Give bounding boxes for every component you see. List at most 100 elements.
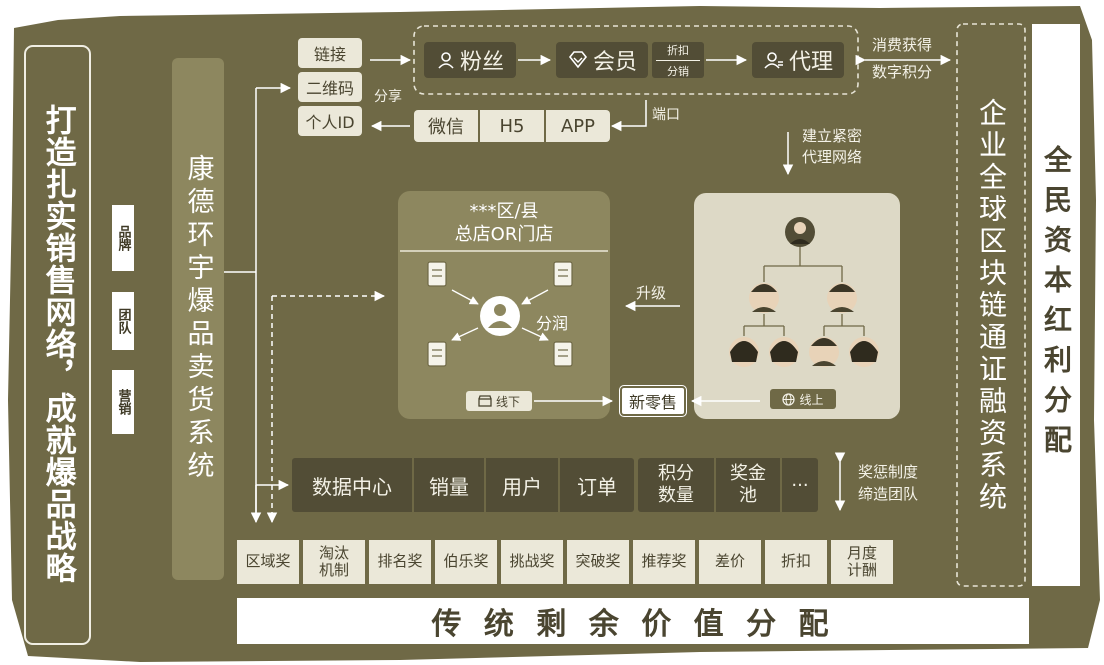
share-personal-id-button[interactable]: 个人ID (298, 106, 362, 136)
points-pool-bar: 积分 数量 奖金 池 ··· (638, 458, 818, 512)
system-name-text: 康德环宇爆品卖货系统 (182, 154, 214, 484)
document-icon (553, 341, 573, 367)
person-avatars (729, 217, 879, 367)
port-wechat-label: 微信 (428, 117, 464, 138)
avatar-icon (809, 337, 839, 367)
new-retail-label: 新零售 (628, 393, 677, 412)
share-qrcode-button[interactable]: 二维码 (298, 72, 362, 102)
reward-system-text: 奖惩制度 缔造团队 (858, 462, 918, 506)
points-line1: 积分 (658, 463, 694, 485)
blockchain-frame (956, 23, 1026, 587)
port-wechat[interactable]: 微信 (414, 110, 480, 142)
award-item[interactable]: 淘汰机制 (303, 540, 365, 584)
reward-system-line2: 缔造团队 (858, 484, 919, 503)
award-line1: 淘汰 (318, 543, 349, 562)
shop-icon (478, 395, 492, 407)
reward-line1: 消费获得 (872, 36, 933, 54)
person-icon (438, 52, 454, 69)
blockchain-panel: 企业全球区块链通证融资系统 (958, 34, 1024, 578)
discount-label: 折扣 (656, 42, 700, 61)
distribution-label: 分销 (667, 64, 689, 78)
award-item[interactable]: 折扣 (765, 540, 827, 584)
more-label: ··· (791, 474, 809, 496)
avatar-icon (827, 283, 857, 313)
offline-label: 线下 (495, 394, 520, 409)
globe-icon (782, 392, 796, 406)
awards-row: 区域奖 淘汰机制 排名奖 伯乐奖 挑战奖 突破奖 推荐奖 差价 折扣 月度计酬 (237, 540, 901, 584)
network-text: 建立紧密 代理网络 (802, 126, 862, 168)
award-item[interactable]: 突破奖 (567, 540, 629, 584)
pool-line2: 池 (739, 485, 757, 506)
award-item[interactable]: 推荐奖 (633, 540, 695, 584)
award-item[interactable]: 差价 (699, 540, 761, 584)
discount-distribution-box: 折扣 分销 (652, 42, 704, 78)
left-slogan-text: 打造扎实销售网络，成就爆品战略 (39, 104, 76, 584)
online-badge: 线上 (770, 389, 836, 409)
document-icon (427, 341, 447, 367)
upgrade-label: 升级 (636, 284, 667, 302)
store-title-line1: ***区/县 (469, 201, 539, 222)
share-link-button[interactable]: 链接 (298, 38, 362, 68)
share-label: 分享 (374, 89, 402, 105)
share-personal-id-label: 个人ID (305, 113, 355, 132)
store-title-line2: 总店OR门店 (454, 224, 554, 246)
diamond-icon (568, 51, 588, 69)
tag-marketing-label: 营销 (115, 389, 131, 415)
agent-box: 代理 (752, 42, 844, 78)
award-line1: 折扣 (780, 552, 811, 571)
award-line1: 差价 (714, 552, 745, 571)
avatar-icon (729, 337, 759, 367)
network-line1: 建立紧密 (802, 127, 863, 145)
points-quantity-item[interactable]: 积分 数量 (638, 458, 716, 512)
award-item[interactable]: 挑战奖 (501, 540, 563, 584)
tag-marketing: 营销 (112, 370, 134, 434)
online-label: 线上 (799, 392, 824, 407)
network-line2: 代理网络 (802, 148, 863, 166)
offline-badge: 线下 (466, 391, 532, 411)
avatar-icon (849, 337, 879, 367)
document-icon (553, 261, 573, 287)
document-icon (427, 261, 447, 287)
ports-bar: 微信 H5 APP (414, 110, 610, 142)
fans-label: 粉丝 (459, 50, 504, 75)
award-line2: 机制 (318, 561, 349, 579)
award-line2: 计酬 (846, 561, 877, 579)
port-app-label: APP (560, 115, 596, 137)
avatar-icon (749, 283, 779, 313)
dividend-panel: 全民资本红利分配 (1032, 24, 1080, 586)
orders-item[interactable]: 订单 (560, 458, 634, 512)
fans-box: 粉丝 (424, 42, 516, 78)
dividend-text: 全民资本红利分配 (1040, 145, 1073, 465)
agent-label: 代理 (788, 50, 833, 75)
award-line1: 区域奖 (245, 552, 291, 571)
award-line1: 突破奖 (575, 552, 621, 571)
store-title: ***区/县 总店OR门店 (398, 200, 610, 247)
member-label: 会员 (592, 50, 637, 75)
more-item[interactable]: ··· (782, 458, 818, 512)
award-line1: 伯乐奖 (443, 552, 489, 571)
blockchain-text: 企业全球区块链通证融资系统 (975, 98, 1008, 514)
data-center-bar: 数据中心 销量 用户 订单 (292, 458, 634, 512)
points-line2: 数量 (658, 485, 694, 506)
pool-line1: 奖金 (730, 463, 766, 485)
users-label: 用户 (502, 474, 542, 499)
avatar-icon (785, 217, 815, 247)
port-app[interactable]: APP (546, 110, 610, 142)
tag-brand-label: 品牌 (115, 225, 131, 251)
share-link-label: 链接 (313, 45, 346, 64)
port-h5[interactable]: H5 (480, 110, 546, 142)
award-line1: 挑战奖 (509, 552, 555, 571)
sales-item[interactable]: 销量 (414, 458, 486, 512)
users-item[interactable]: 用户 (486, 458, 560, 512)
bonus-pool-item[interactable]: 奖金 池 (716, 458, 782, 512)
award-item[interactable]: 伯乐奖 (435, 540, 497, 584)
award-item[interactable]: 月度计酬 (831, 540, 893, 584)
member-box: 会员 (556, 42, 648, 78)
award-item[interactable]: 区域奖 (237, 540, 299, 584)
award-line1: 推荐奖 (641, 552, 687, 571)
data-center-item[interactable]: 数据中心 (292, 458, 414, 512)
tag-brand: 品牌 (112, 205, 134, 271)
award-item[interactable]: 排名奖 (369, 540, 431, 584)
